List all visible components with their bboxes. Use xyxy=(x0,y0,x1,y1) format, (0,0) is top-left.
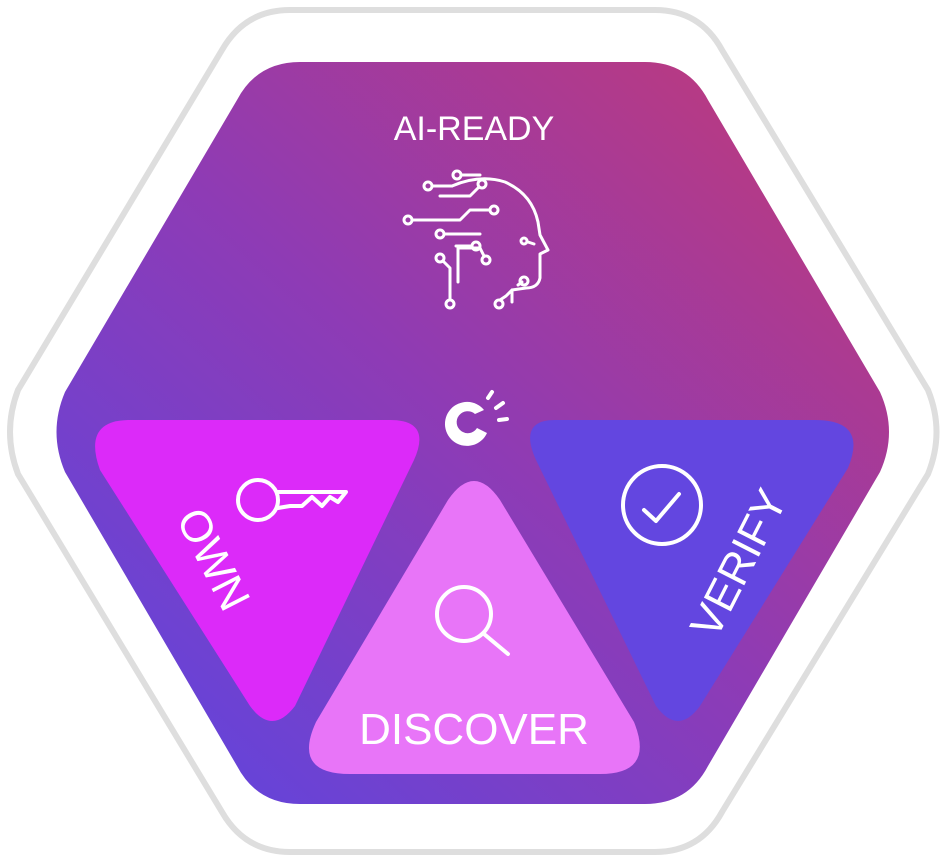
segment-own: OWN xyxy=(95,420,420,721)
brand-logo-icon xyxy=(444,390,509,446)
check-circle-icon xyxy=(621,464,703,546)
verify-triangle xyxy=(530,420,854,721)
ai-circuit-head-icon xyxy=(402,169,550,310)
search-icon xyxy=(435,585,510,656)
ai-ready-title: AI-READY xyxy=(394,110,555,148)
own-triangle xyxy=(95,420,420,721)
key-icon xyxy=(236,478,348,522)
discover-triangle xyxy=(308,481,640,774)
segment-discover: DISCOVER xyxy=(308,481,640,774)
discover-label: DISCOVER xyxy=(359,705,589,754)
